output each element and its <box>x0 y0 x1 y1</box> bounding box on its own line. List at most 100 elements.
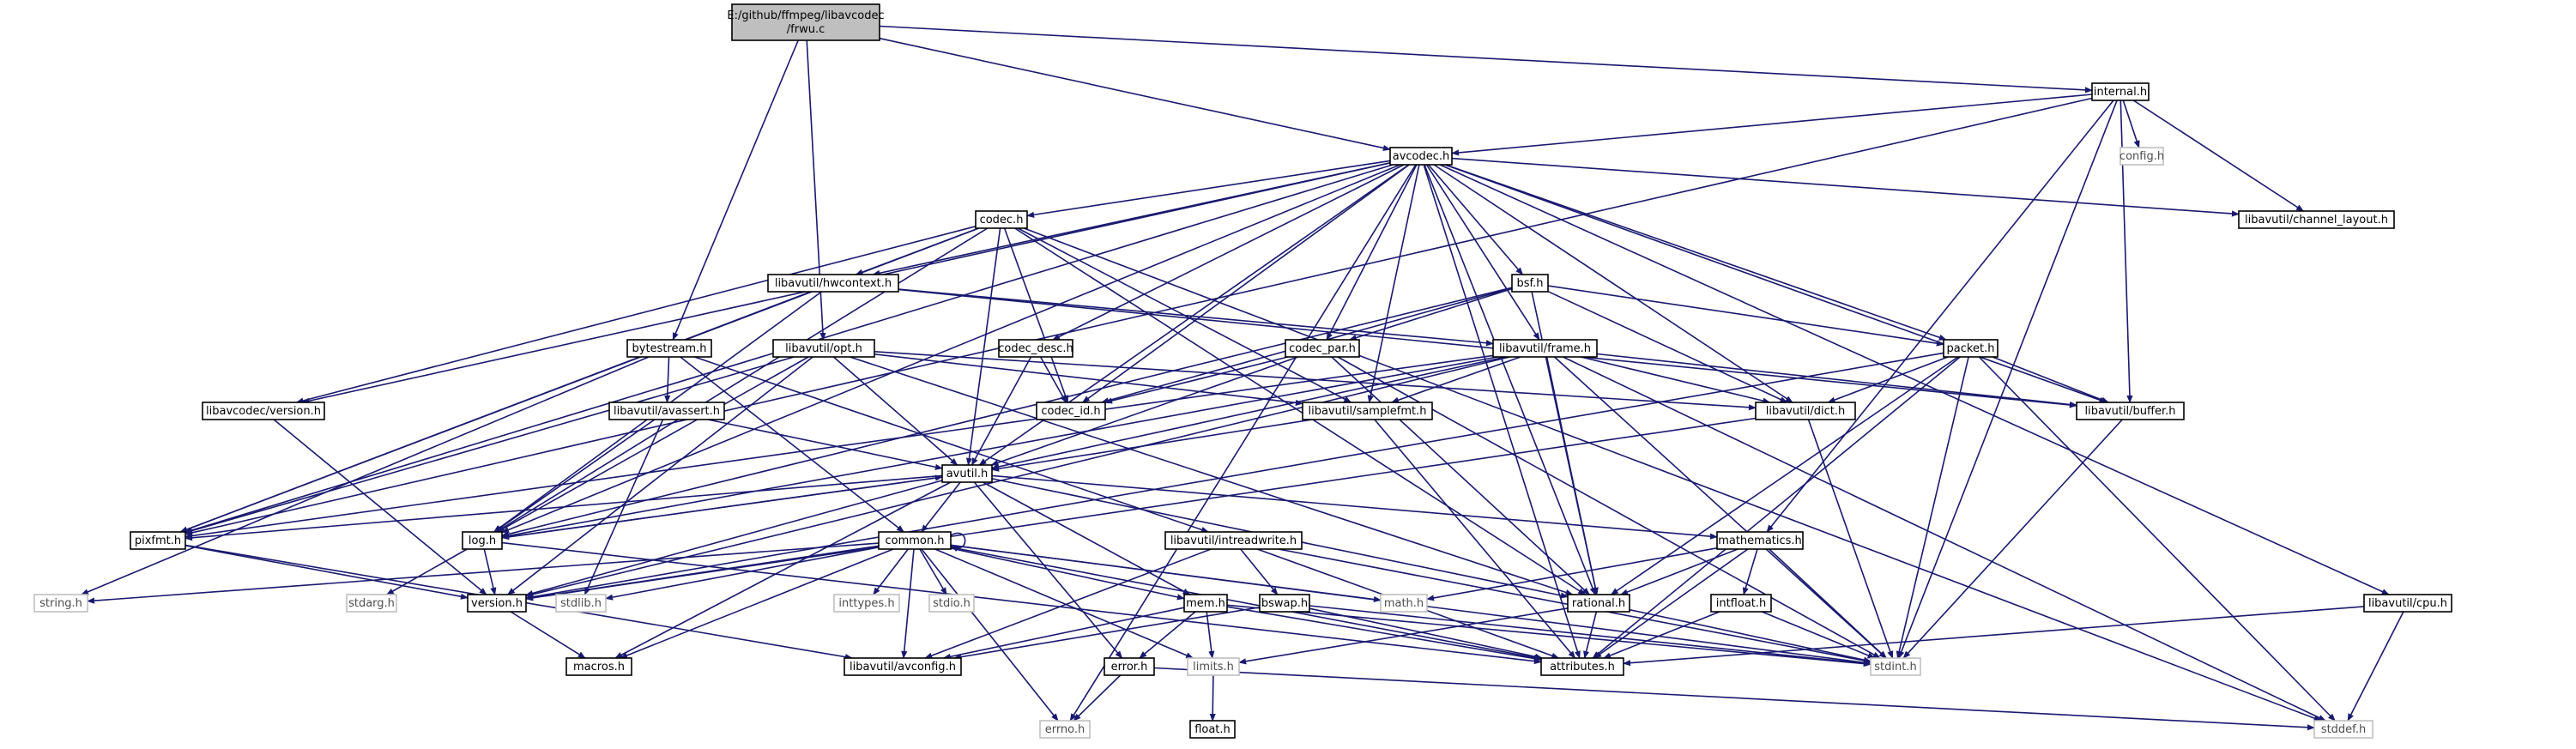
node-box <box>346 594 397 613</box>
node-samplefmt[interactable]: libavutil/samplefmt.h <box>1302 402 1433 420</box>
node-stdio[interactable]: stdio.h <box>928 594 975 613</box>
edge-bswap-to-attributes <box>1309 607 1543 660</box>
node-codecid[interactable]: codec_id.h <box>1036 402 1106 420</box>
node-stddef[interactable]: stddef.h <box>2313 720 2373 739</box>
edge-mathematics-to-math <box>1426 547 1718 601</box>
node-box <box>878 531 952 550</box>
node-cpu[interactable]: libavutil/cpu.h <box>2363 594 2452 613</box>
node-mem[interactable]: mem.h <box>1183 594 1228 613</box>
node-mathematics[interactable]: mathematics.h <box>1716 531 1804 550</box>
node-intreadwrite[interactable]: libavutil/intreadwrite.h <box>1164 531 1303 550</box>
node-label: error.h <box>1111 661 1148 673</box>
edge-avcodec-to-errno <box>1069 164 1417 722</box>
edge-avcodec-to-packet <box>1445 164 1947 341</box>
node-rational[interactable]: rational.h <box>1567 594 1630 613</box>
node-box <box>1492 339 1598 358</box>
node-log[interactable]: log.h <box>462 531 503 550</box>
node-packet[interactable]: packet.h <box>1943 339 1999 358</box>
edge-intfloat-to-attributes <box>1603 611 1720 659</box>
node-config[interactable]: config.h <box>2119 147 2164 166</box>
node-label: internal.h <box>2094 86 2147 99</box>
node-inttypes[interactable]: inttypes.h <box>833 594 900 613</box>
node-box <box>1870 657 1921 676</box>
node-attributes[interactable]: attributes.h <box>1540 657 1624 676</box>
node-label: stdlib.h <box>560 597 602 610</box>
edge-codec-to-avcversion <box>295 226 977 404</box>
edge-opt-to-avutil <box>832 356 958 466</box>
node-float[interactable]: float.h <box>1189 720 1236 739</box>
edge-bswap-to-stdint <box>1309 605 1872 667</box>
edge-internal-to-mathematics <box>1766 100 2114 533</box>
node-bswap[interactable]: bswap.h <box>1259 594 1310 613</box>
node-opt[interactable]: libavutil/opt.h <box>772 339 875 358</box>
node-avcodec[interactable]: avcodec.h <box>1389 147 1453 166</box>
edge-codecpar-to-avutil <box>990 356 1298 466</box>
node-avconfig[interactable]: libavutil/avconfig.h <box>844 657 962 676</box>
node-box <box>555 594 607 613</box>
edge-opt-to-log <box>497 356 809 533</box>
node-limits[interactable]: limits.h <box>1187 657 1240 676</box>
node-label: bswap.h <box>1261 597 1308 610</box>
edge-internal-to-avcodec <box>1451 94 2093 156</box>
node-bytestream[interactable]: bytestream.h <box>626 339 712 358</box>
node-box <box>1164 531 1303 550</box>
edge-avutil-to-mem <box>983 481 1191 595</box>
node-label: libavutil/avassert.h <box>614 405 720 418</box>
edge-internal-to-chlayout <box>2132 100 2304 212</box>
edge-mathematics-to-intfloat <box>1742 548 1758 595</box>
node-hwcontext[interactable]: libavutil/hwcontext.h <box>767 274 899 293</box>
node-dict[interactable]: libavutil/dict.h <box>1755 402 1856 420</box>
edge-avcodec-to-bsf <box>1427 164 1524 275</box>
node-avcversion[interactable]: libavcodec/version.h <box>202 402 325 420</box>
node-error[interactable]: error.h <box>1104 657 1155 676</box>
node-stdint[interactable]: stdint.h <box>1870 657 1921 676</box>
node-bsf[interactable]: bsf.h <box>1511 274 1549 293</box>
node-stdarg[interactable]: stdarg.h <box>346 594 397 613</box>
node-math[interactable]: math.h <box>1380 594 1428 613</box>
edge-avcodec-to-codecpar <box>1326 164 1418 341</box>
file-nodes: E:/github/ffmpeg/libavcodec/frwu.c intern… <box>33 3 2452 739</box>
node-box <box>1511 274 1549 293</box>
node-buffer[interactable]: libavutil/buffer.h <box>2076 402 2185 420</box>
edge-frame-to-samplefmt <box>1391 356 1521 403</box>
edge-avcversion-to-version <box>273 419 487 595</box>
edge-avassert-to-log <box>493 419 656 533</box>
edge-mem-to-stdint <box>1226 604 1872 667</box>
node-codecpar[interactable]: codec_par.h <box>1285 339 1360 358</box>
node-common[interactable]: common.h <box>878 531 952 550</box>
edge-frame-to-avutil <box>991 356 1506 470</box>
node-avutil[interactable]: avutil.h <box>941 464 993 483</box>
node-macros[interactable]: macros.h <box>565 657 632 676</box>
edge-packet-to-dict <box>1827 356 1949 403</box>
edge-bsf-to-dict <box>1547 290 1788 403</box>
edge-avcodec-to-buffer <box>1444 164 2107 403</box>
node-string[interactable]: string.h <box>33 594 88 613</box>
node-version[interactable]: version.h <box>467 594 527 613</box>
node-box <box>1380 594 1428 613</box>
node-codec[interactable]: codec.h <box>975 210 1028 229</box>
node-label: libavutil/cpu.h <box>2368 597 2447 610</box>
edge-frame-to-stdint <box>1553 356 1887 659</box>
node-chlayout[interactable]: libavutil/channel_layout.h <box>2238 210 2395 229</box>
edge-common-to-string <box>87 542 880 604</box>
node-box <box>1259 594 1310 613</box>
node-box <box>2076 402 2185 420</box>
node-frame[interactable]: libavutil/frame.h <box>1492 339 1598 358</box>
edge-codec-to-log <box>495 227 989 533</box>
node-label: stddef.h <box>2321 723 2366 736</box>
node-codecdesc[interactable]: codec_desc.h <box>998 339 1073 358</box>
node-avassert[interactable]: libavutil/avassert.h <box>608 402 725 420</box>
edge-common-to-common <box>950 532 966 553</box>
node-intfloat[interactable]: intfloat.h <box>1710 594 1772 613</box>
node-root[interactable]: E:/github/ffmpeg/libavcodec/frwu.c <box>727 3 885 41</box>
node-box <box>1943 339 1999 358</box>
node-stdlib[interactable]: stdlib.h <box>555 594 607 613</box>
node-pixfmt[interactable]: pixfmt.h <box>130 531 186 550</box>
edge-frame-to-stddef <box>1563 356 2326 722</box>
node-internal[interactable]: internal.h <box>2091 82 2150 101</box>
node-label: avcodec.h <box>1393 150 1450 163</box>
edge-error-to-errno <box>1073 674 1122 722</box>
node-errno[interactable]: errno.h <box>1039 720 1091 739</box>
edge-bswap-to-avconfig <box>953 607 1261 661</box>
